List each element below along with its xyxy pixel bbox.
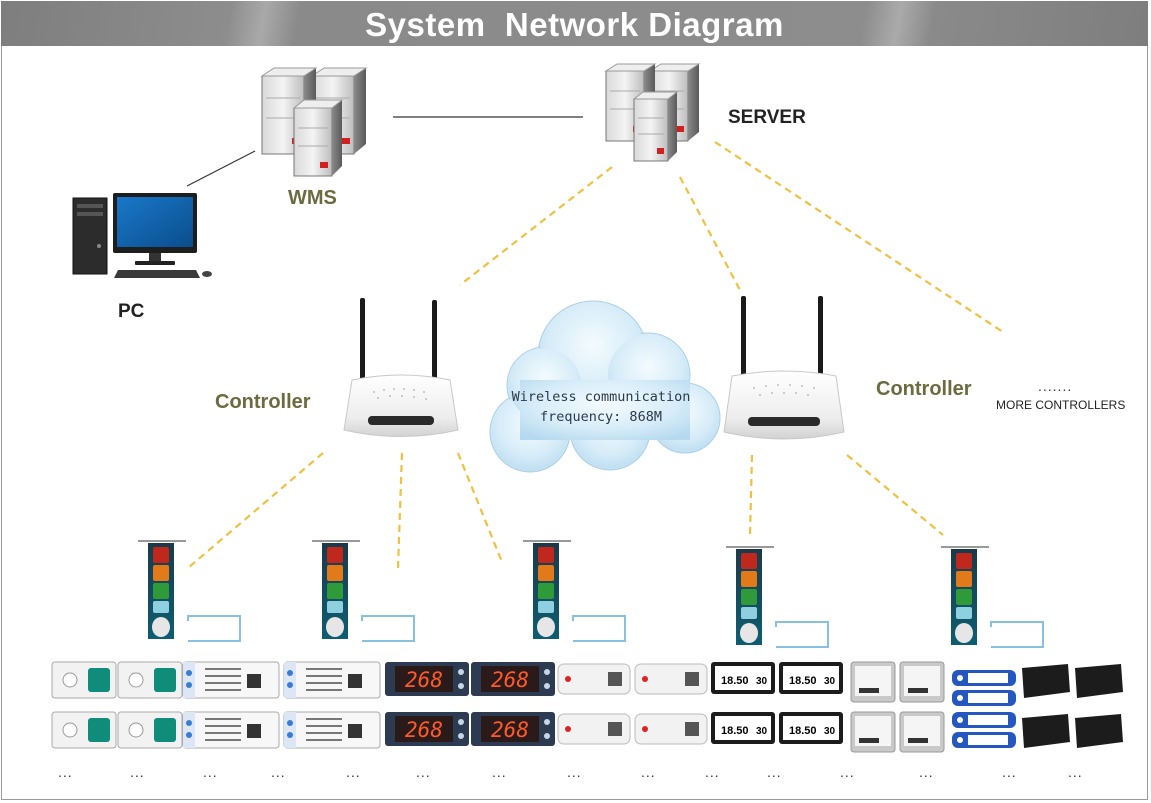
price-tag-display: 18.50 30: [711, 712, 775, 744]
wireless-button-module: [557, 663, 631, 695]
pick-light-panel: [51, 711, 117, 749]
percent-value: 30: [824, 726, 836, 737]
percent-value: 30: [824, 676, 836, 687]
digital-display: 268: [385, 712, 469, 746]
percent-value: 30: [756, 726, 768, 737]
e-paper-label: [182, 661, 280, 699]
device-rows: 268 268 18.50 30 18.50 30 268 268 18.50 30 18.50 30: [51, 661, 1123, 753]
signal-tower-light-icon: [726, 546, 829, 648]
more-devices-ellipsis: ...: [1068, 764, 1083, 780]
signal-towers: [138, 540, 1044, 648]
e-paper-label: [283, 711, 381, 749]
controller-left-to-tower-3: [456, 452, 504, 563]
blue-shelf-tag: [952, 690, 1016, 706]
controller-right-to-tower-4: [748, 454, 754, 536]
pc-wms-link: [186, 150, 256, 187]
grey-e-ink-tag: [899, 661, 945, 703]
pick-light-panel: [51, 661, 117, 699]
signal-tower-light-icon: [941, 546, 1044, 648]
signal-tower-light-icon: [138, 540, 241, 642]
price-value: 18.50: [789, 725, 817, 737]
display-value: 268: [491, 668, 529, 692]
display-value: 268: [405, 718, 443, 742]
controller-left-router-icon: [343, 298, 459, 437]
black-label-holder: [1075, 664, 1123, 698]
price-value: 18.50: [721, 675, 749, 687]
digital-display: 268: [385, 662, 469, 696]
e-paper-label: [182, 711, 280, 749]
grey-e-ink-tag: [899, 711, 945, 753]
more-devices-ellipsis: ...: [130, 764, 145, 780]
controller-right-router-icon: [723, 296, 845, 440]
controller-left-to-tower-1: [187, 452, 324, 569]
display-value: 268: [491, 718, 529, 742]
signal-tower-light-icon: [312, 540, 415, 642]
controller-left-to-tower-2: [396, 452, 404, 569]
server-label: SERVER: [728, 107, 806, 128]
black-label-holder: [1022, 714, 1070, 748]
digital-display: 268: [471, 712, 555, 746]
percent-value: 30: [756, 676, 768, 687]
controller-right-to-tower-5: [846, 454, 944, 536]
title-banner: System Network Diagram: [1, 1, 1148, 46]
more-devices-ellipsis: ...: [58, 764, 73, 780]
wired-links: [186, 116, 583, 187]
server-to-controller-right: [679, 176, 741, 291]
wireless-links: [187, 141, 1004, 569]
more-devices-ellipsis: ...: [919, 764, 934, 780]
grey-e-ink-tag: [850, 661, 896, 703]
price-tag-display: 18.50 30: [711, 662, 775, 694]
black-label-holder: [1022, 664, 1070, 698]
server-to-more-controllers: [714, 141, 1004, 333]
more-devices-ellipsis: ...: [641, 764, 656, 780]
e-paper-label: [283, 661, 381, 699]
display-value: 268: [405, 668, 443, 692]
wms-label: WMS: [288, 187, 337, 209]
more-controllers-dots: .......: [1038, 378, 1073, 394]
cloud-caption-line-1: Wireless communication: [511, 389, 691, 405]
cloud-caption: Wireless communication frequency: 868M: [490, 387, 712, 427]
price-value: 18.50: [789, 675, 817, 687]
wireless-button-module: [557, 713, 631, 745]
pick-light-panel: [117, 661, 183, 699]
diagram-title: System Network Diagram: [365, 6, 784, 43]
wireless-button-module: [634, 663, 708, 695]
wireless-button-module: [634, 713, 708, 745]
pc-desktop-computer-icon: [72, 193, 212, 278]
signal-tower-light-icon: [523, 540, 626, 642]
price-tag-display: 18.50 30: [779, 712, 843, 744]
more-controllers-label: MORE CONTROLLERS: [996, 398, 1126, 412]
grey-e-ink-tag: [850, 711, 896, 753]
more-devices-ellipsis: ...: [346, 764, 361, 780]
main-server-stack-icon: [604, 63, 701, 162]
black-label-holder: [1075, 714, 1123, 748]
blue-shelf-tag: [952, 712, 1016, 728]
cloud-caption-line-2: frequency: 868M: [540, 409, 662, 425]
cloud-icon: [489, 300, 721, 473]
more-devices-ellipsis: ...: [271, 764, 286, 780]
pc-label: PC: [118, 301, 145, 322]
price-value: 18.50: [721, 725, 749, 737]
controller-left-label: Controller: [215, 391, 311, 413]
blue-shelf-tag: [952, 732, 1016, 748]
wms-server-stack-icon: [260, 67, 368, 177]
more-devices-ellipsis: ...: [567, 764, 582, 780]
more-devices-ellipsis: ...: [416, 764, 431, 780]
more-devices-ellipsis: ...: [203, 764, 218, 780]
more-devices-ellipsis: ...: [1002, 764, 1017, 780]
server-to-controller-left: [459, 166, 613, 286]
more-devices-ellipsis: ...: [840, 764, 855, 780]
more-devices-ellipsis: ...: [767, 764, 782, 780]
controller-right-label: Controller: [876, 378, 972, 400]
more-devices-ellipsis: ...: [705, 764, 720, 780]
more-devices-ellipsis: ...: [492, 764, 507, 780]
digital-display: 268: [471, 662, 555, 696]
price-tag-display: 18.50 30: [779, 662, 843, 694]
blue-shelf-tag: [952, 670, 1016, 686]
pick-light-panel: [117, 711, 183, 749]
